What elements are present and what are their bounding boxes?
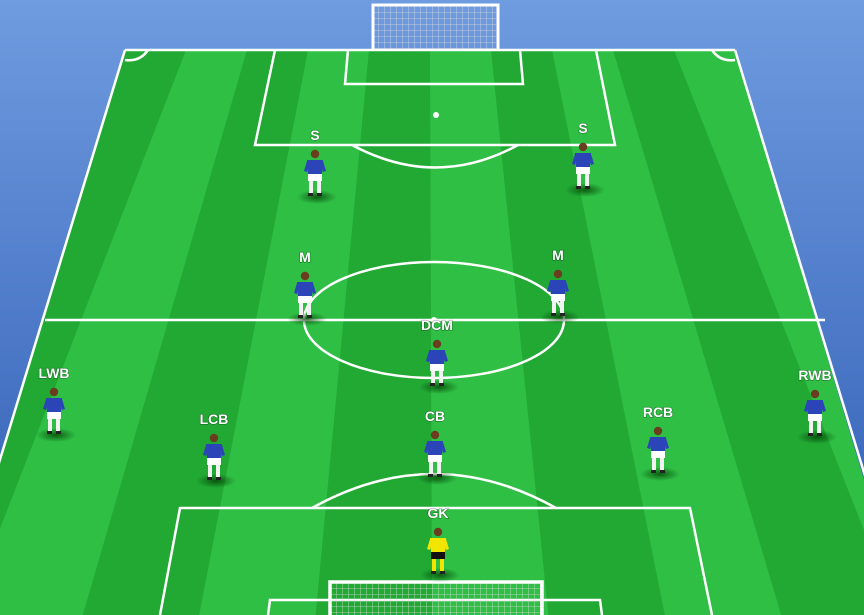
player-shadow	[297, 190, 337, 204]
players-layer: S S M M DCM LWB RWB LCB CB RCB GK	[36, 119, 837, 582]
player-shadow	[420, 568, 460, 582]
player-shadow	[417, 471, 457, 485]
player-figure-icon	[547, 269, 569, 316]
player-figure-icon	[426, 339, 448, 386]
player-figure-icon	[804, 389, 826, 436]
top-goal	[371, 3, 500, 50]
player-shadow	[797, 430, 837, 444]
player-marker: M	[287, 248, 327, 326]
player-marker: CB	[417, 407, 457, 485]
player-position-label: LCB	[200, 411, 229, 427]
player-figure-icon	[43, 387, 65, 434]
player-position-label: CB	[425, 408, 445, 424]
bottom-goal	[328, 580, 544, 615]
player-marker: RWB	[797, 366, 837, 444]
player-position-label: M	[299, 249, 311, 265]
player-figure-icon	[203, 433, 225, 480]
player-shadow	[565, 183, 605, 197]
player-position-label: RCB	[643, 404, 673, 420]
player-marker: LWB	[36, 364, 76, 442]
goalkeeper-marker: GK	[420, 504, 460, 582]
pitch-stripe	[491, 50, 665, 615]
player-position-label: RWB	[798, 367, 831, 383]
player-marker: DCM	[419, 316, 459, 394]
player-position-label: GK	[428, 505, 449, 521]
player-figure-icon	[304, 149, 326, 196]
player-figure-icon	[294, 271, 316, 318]
player-marker: LCB	[196, 410, 236, 488]
player-marker: M	[540, 246, 580, 324]
player-position-label: LWB	[38, 365, 69, 381]
pitch-stripe	[82, 50, 308, 615]
player-figure-icon	[647, 426, 669, 473]
player-marker: RCB	[640, 403, 680, 481]
player-shadow	[540, 310, 580, 324]
player-marker: S	[297, 126, 337, 204]
player-figure-icon	[572, 142, 594, 189]
player-figure-icon	[424, 430, 446, 477]
player-shadow	[640, 467, 680, 481]
player-shadow	[36, 428, 76, 442]
player-marker: S	[565, 119, 605, 197]
player-position-label: M	[552, 247, 564, 263]
player-shadow	[419, 380, 459, 394]
pitch-stripe	[613, 50, 864, 615]
player-position-label: S	[310, 127, 319, 143]
player-position-label: S	[578, 120, 587, 136]
player-shadow	[287, 312, 327, 326]
player-shadow	[196, 474, 236, 488]
pitch-stripe	[315, 50, 432, 615]
pitch-markings	[0, 48, 864, 615]
goalkeeper-figure-icon	[427, 527, 449, 574]
player-position-label: DCM	[421, 317, 453, 333]
